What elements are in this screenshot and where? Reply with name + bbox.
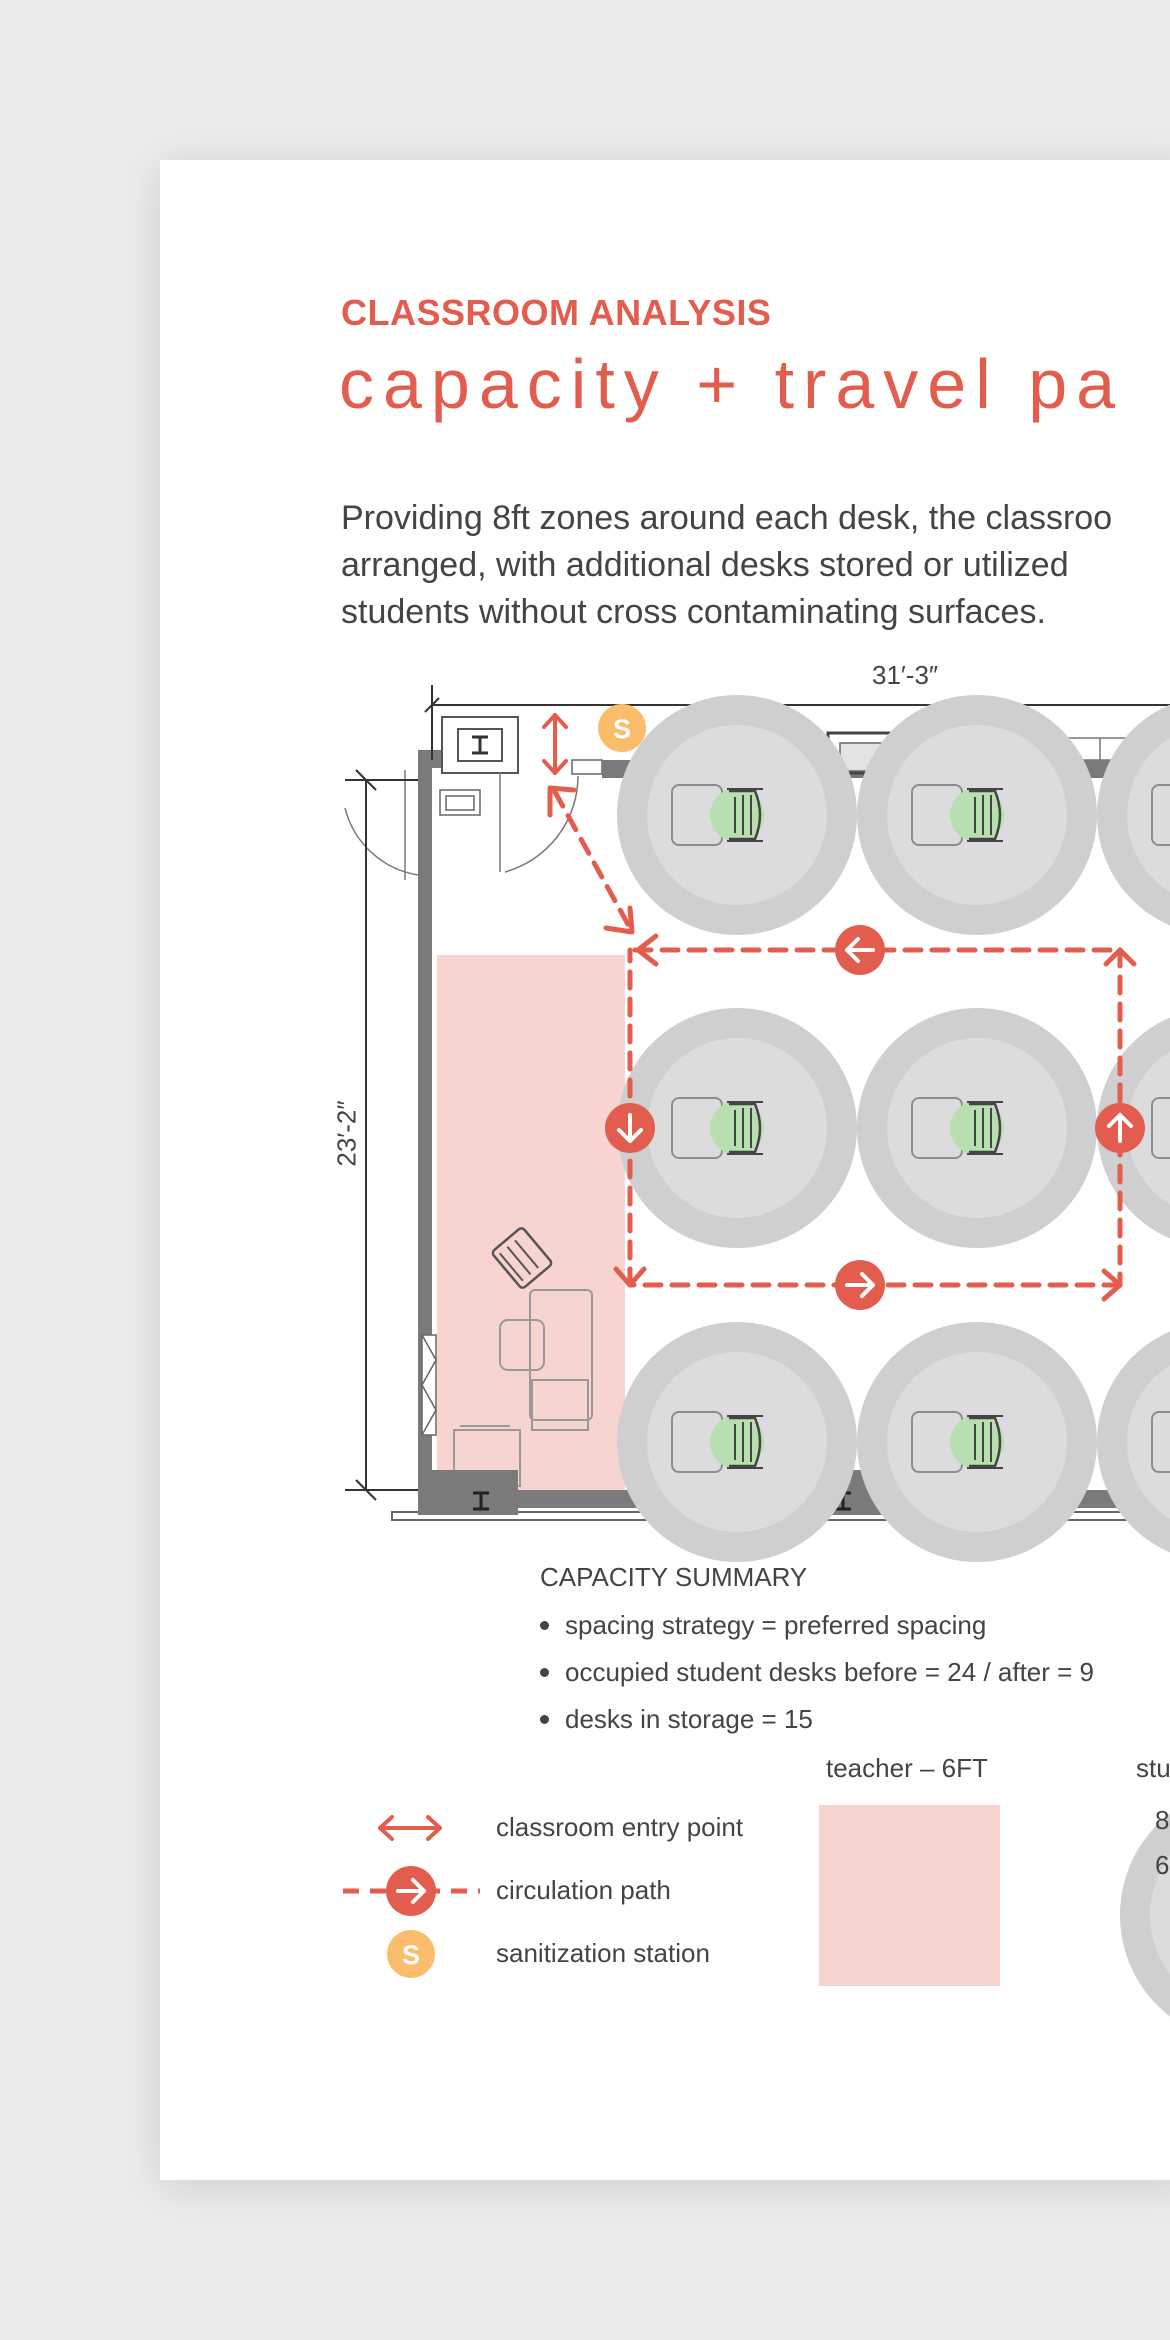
legend-ring-inner-label: 6 (1155, 1850, 1170, 1880)
circulation-arrowheads (547, 785, 1137, 1302)
capacity-summary-item: spacing strategy = preferred spacing (540, 1610, 986, 1641)
desk-zone (855, 1320, 1099, 1564)
svg-text:S: S (613, 714, 631, 744)
capacity-summary-item: occupied student desks before = 24 / aft… (540, 1657, 1094, 1688)
desk-zone (615, 693, 859, 937)
intro-line: students without cross contaminating sur… (341, 593, 1046, 631)
legend-sanitization-icon: S (387, 1930, 435, 1978)
circulation-arrow-up (1095, 1103, 1145, 1153)
width-dimension-line (424, 685, 1170, 760)
legend-entry-arrow (378, 1815, 442, 1841)
legend-ring-outer-label: 8 (1155, 1805, 1170, 1835)
door-swing-entry (499, 772, 579, 873)
intro-line: arranged, with additional desks stored o… (341, 546, 1069, 584)
legend-sanitization-label: sanitization station (496, 1938, 710, 1968)
sanitization-station: S (598, 704, 646, 752)
desk-zone (855, 693, 1099, 937)
circulation-arrow-down (605, 1103, 655, 1153)
circulation-arrow-left (835, 925, 885, 975)
intro-line: Providing 8ft zones around each desk, th… (341, 499, 1113, 537)
classroom-entry-arrow (542, 713, 568, 775)
desk-zone (615, 1320, 859, 1564)
legend-entry-label: classroom entry point (496, 1812, 744, 1842)
capacity-summary-title: CAPACITY SUMMARY (540, 1562, 808, 1592)
legend-circulation-path (343, 1866, 480, 1916)
capacity-summary-item: desks in storage = 15 (540, 1704, 813, 1735)
intro-paragraph: Providing 8ft zones around each desk, th… (341, 495, 1112, 636)
legend-circulation-label: circulation path (496, 1875, 671, 1905)
legend-student-zone-swatch (1120, 1813, 1170, 2017)
floor-plan-diagram: S S (343, 685, 1170, 2017)
legend-student-zone-label: stu (1136, 1753, 1170, 1783)
svg-text:S: S (402, 1940, 420, 1970)
section-kicker: CLASSROOM ANALYSIS (341, 292, 772, 333)
legend-teacher-zone-swatch (819, 1805, 1000, 1986)
width-dimension-label: 31′-3″ (872, 660, 939, 690)
height-dimension-line (345, 769, 418, 1501)
page-title: capacity + travel pa (339, 345, 1125, 423)
analysis-sheet: S S CLASSROOM ANALYSIS capacity + travel… (160, 160, 1170, 2180)
legend-teacher-zone-label: teacher – 6FT (826, 1753, 988, 1783)
desk-zone (1095, 1320, 1170, 1564)
teacher-chair (491, 1227, 553, 1289)
column-top-left (440, 715, 520, 775)
height-dimension-label: 23′-2″ (331, 1100, 362, 1167)
teacher-desk (453, 1289, 593, 1487)
desk-zone (855, 1006, 1099, 1250)
door-swing-left (344, 770, 419, 880)
desk-zone (1095, 693, 1170, 937)
circulation-arrow-right (835, 1260, 885, 1310)
